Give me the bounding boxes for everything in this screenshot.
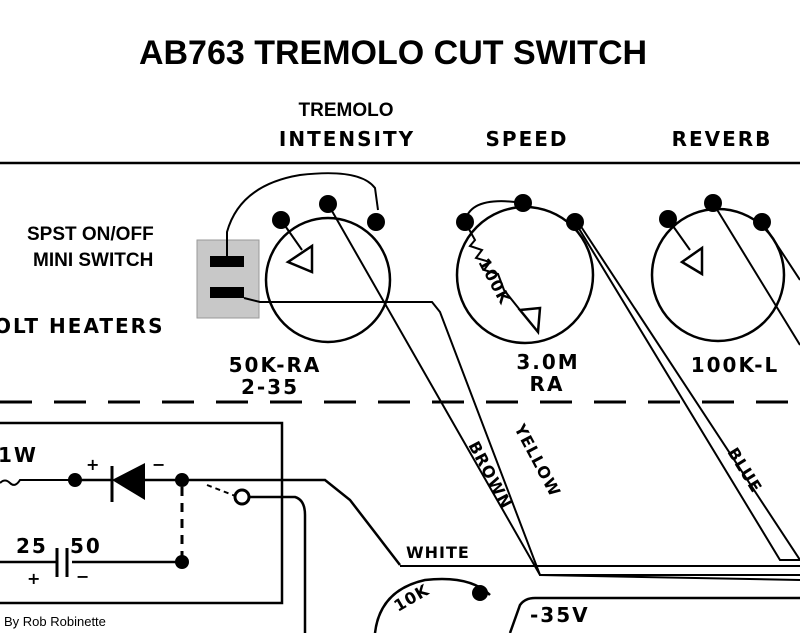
diode-minus: − xyxy=(152,455,166,474)
cap-value-2: 50 xyxy=(70,534,102,558)
reverb-pot xyxy=(650,194,800,346)
trim-pot-value: 10K xyxy=(391,580,433,615)
author-credit: By Rob Robinette xyxy=(4,614,106,629)
speed-pot-part: RA xyxy=(530,372,565,396)
bias-circuit xyxy=(0,421,800,633)
intensity-pot-part: 2-35 xyxy=(241,375,299,399)
switch-label-line1: SPST ON/OFF xyxy=(27,224,154,245)
heaters-label: OLT HEATERS xyxy=(0,314,164,338)
cap-plus: + xyxy=(27,569,41,588)
reverb-label: REVERB xyxy=(672,127,773,151)
wire-label-white: WHITE xyxy=(406,543,470,562)
cap-value-1: 25 xyxy=(16,534,48,558)
tremolo-label: TREMOLO xyxy=(299,100,394,121)
cap-minus: − xyxy=(76,567,90,586)
wire-label-yellow: YELLOW xyxy=(510,420,565,500)
intensity-pot xyxy=(264,195,800,576)
intensity-label: INTENSITY xyxy=(279,127,415,151)
switch-lug-top xyxy=(210,256,244,267)
switch-wire-top xyxy=(226,172,379,256)
speed-label: SPEED xyxy=(486,127,569,151)
wire-label-brown: BROWN xyxy=(464,438,516,512)
page-title: AB763 TREMOLO CUT SWITCH xyxy=(139,34,647,72)
reverb-pot-value: 100K-L xyxy=(691,353,780,377)
voltage-label: -35V xyxy=(530,603,590,627)
switch-lug-bottom xyxy=(210,287,244,298)
intensity-pot-value: 50K-RA xyxy=(229,353,322,377)
speed-pot-value: 3.0M xyxy=(516,350,579,374)
speed-resistor-value: 100K xyxy=(474,255,514,308)
wire-label-blue: BLUE xyxy=(724,444,766,496)
switch-label-line2: MINI SWITCH xyxy=(33,250,153,271)
resistor-watt-label: 1W xyxy=(0,443,38,467)
diode-plus: + xyxy=(86,455,100,474)
